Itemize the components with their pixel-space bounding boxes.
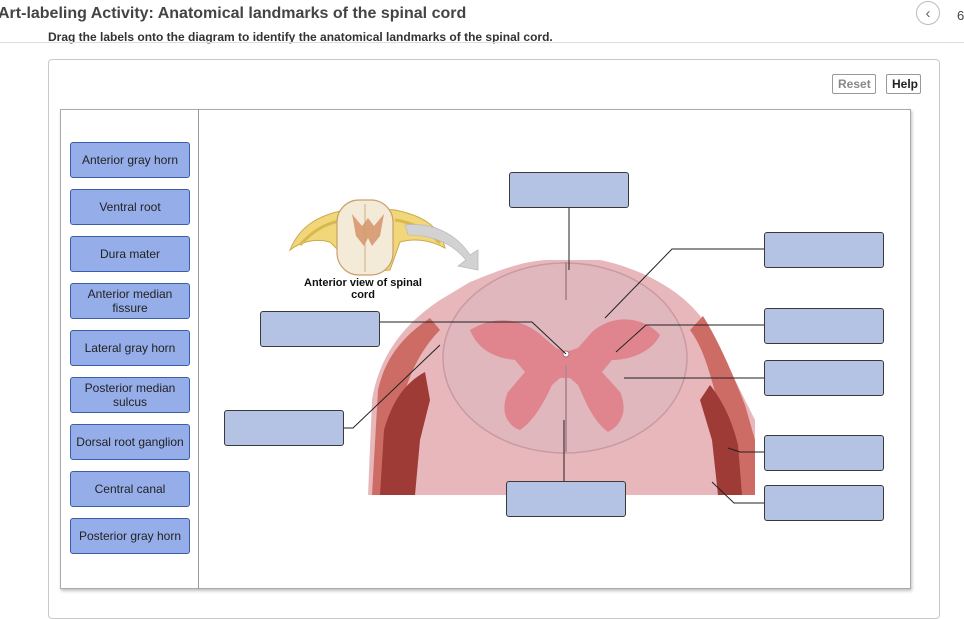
- drop-zone-4[interactable]: [764, 308, 884, 344]
- drop-zone-7[interactable]: [764, 435, 884, 471]
- chevron-left-icon: ‹: [925, 4, 931, 22]
- leader-lines: [343, 208, 764, 504]
- page-title: Art-labeling Activity: Anatomical landma…: [0, 5, 467, 22]
- header-divider: [0, 42, 964, 43]
- spinal-cord-cross-section: [368, 260, 755, 495]
- help-button[interactable]: Help: [886, 74, 921, 94]
- drop-zone-9[interactable]: [764, 485, 884, 521]
- label-central-canal[interactable]: Central canal: [70, 471, 190, 507]
- label-posterior-median-sulcus[interactable]: Posterior median sulcus: [70, 377, 190, 413]
- label-dura-mater[interactable]: Dura mater: [70, 236, 190, 272]
- label-anterior-median-fissure[interactable]: Anterior median fissure: [70, 283, 190, 319]
- drop-zone-3[interactable]: [260, 311, 380, 347]
- inset-caption: Anterior view of spinal cord: [304, 277, 422, 301]
- drop-zone-2[interactable]: [764, 232, 884, 268]
- label-ventral-root[interactable]: Ventral root: [70, 189, 190, 225]
- drop-zone-1[interactable]: [509, 172, 629, 208]
- instructions-text: Drag the labels onto the diagram to iden…: [48, 31, 553, 44]
- label-dorsal-root-ganglion[interactable]: Dorsal root ganglion: [70, 424, 190, 460]
- label-posterior-gray-horn[interactable]: Posterior gray horn: [70, 518, 190, 554]
- drop-zone-8[interactable]: [506, 481, 626, 517]
- spinal-cord-diagram: [288, 199, 764, 504]
- label-anterior-gray-horn[interactable]: Anterior gray horn: [70, 142, 190, 178]
- reset-button[interactable]: Reset: [832, 74, 876, 94]
- inset-spinal-cord-illustration: [288, 199, 479, 276]
- drop-zone-5[interactable]: [764, 360, 884, 396]
- page-number: 6: [957, 8, 964, 23]
- drop-zone-6[interactable]: [224, 410, 344, 446]
- label-bank: [60, 109, 199, 589]
- label-lateral-gray-horn[interactable]: Lateral gray horn: [70, 330, 190, 366]
- back-button[interactable]: ‹: [916, 1, 940, 25]
